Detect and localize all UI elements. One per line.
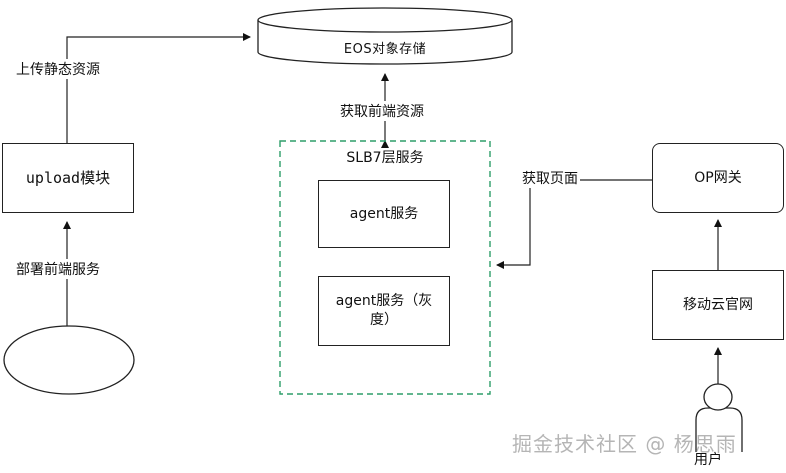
agent-service-box: agent服务: [318, 180, 450, 248]
op-gateway-box: OP网关: [652, 143, 784, 213]
mobile-cloud-site-box: 移动云官网: [652, 270, 784, 340]
eos-storage-label: EOS对象存储: [343, 42, 427, 57]
user-icon: [695, 383, 743, 452]
label-deploy-frontend: 部署前端服务: [14, 259, 102, 279]
frontend-ellipse: [3, 325, 135, 395]
eos-cylinder: [257, 7, 513, 65]
edge-upload-static: [66, 33, 251, 143]
label-fetch-frontend: 获取前端资源: [338, 101, 426, 121]
agent-gray-service-box: agent服务（灰度）: [318, 276, 450, 346]
label-fetch-page: 获取页面: [520, 168, 580, 188]
slb-container: [279, 140, 491, 395]
user-label: 用户: [694, 452, 722, 468]
upload-module-box: upload模块: [2, 143, 134, 213]
slb-service-title: SLB7层服务: [346, 150, 424, 166]
label-upload-static: 上传静态资源: [14, 59, 102, 79]
watermark: 掘金技术社区 @ 杨思雨: [512, 432, 737, 456]
edge-fetch-page: [496, 179, 652, 269]
